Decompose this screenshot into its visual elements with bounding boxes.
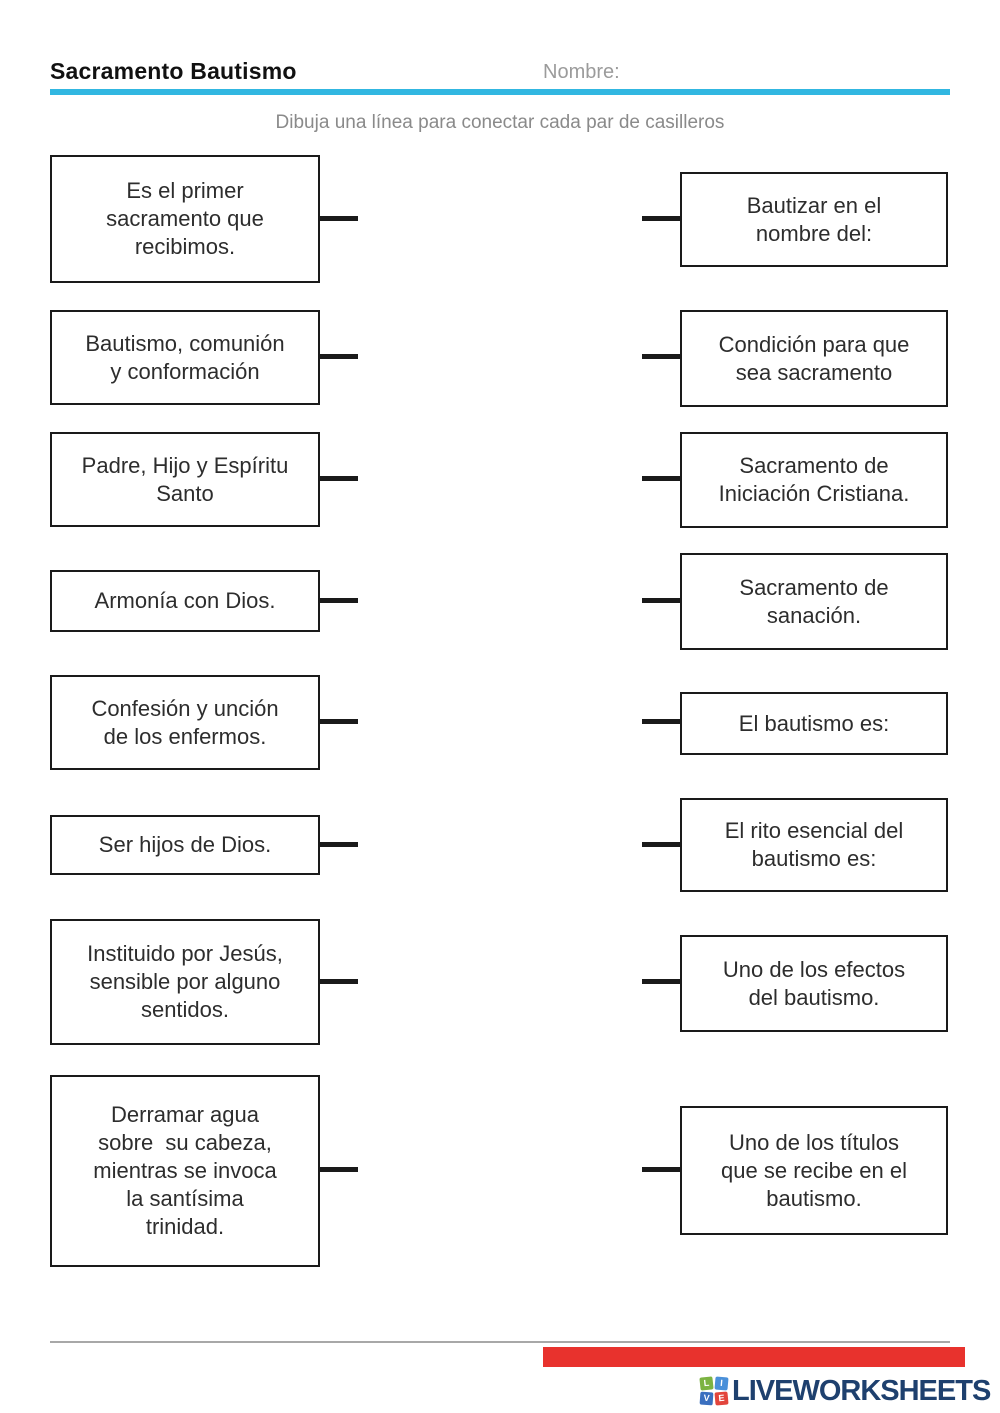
match-box-left-2[interactable]: Bautismo, comunión y conformación (50, 310, 320, 405)
footer-divider (50, 1341, 950, 1343)
match-box-left-3-text: Padre, Hijo y Espíritu Santo (81, 452, 289, 506)
page-title: Sacramento Bautismo (50, 58, 297, 84)
match-box-right-4[interactable]: Sacramento de sanación. (680, 553, 948, 650)
match-box-right-8-text: Uno de los títulos que se recibe en el b… (721, 1129, 907, 1211)
connector-stub-left-3[interactable] (318, 476, 358, 481)
liveworksheets-wordmark: LIVEWORKSHEETS (732, 1374, 991, 1407)
instruction-text: Dibuja una línea para conectar cada par … (275, 112, 725, 133)
match-box-right-3[interactable]: Sacramento de Iniciación Cristiana. (680, 432, 948, 528)
connector-stub-right-6[interactable] (642, 842, 682, 847)
match-box-right-5-text: El bautismo es: (738, 710, 890, 736)
match-box-left-8-text: Derramar agua sobre su cabeza, mientras … (93, 1102, 277, 1239)
connector-stub-left-6[interactable] (318, 842, 358, 847)
match-box-left-6-text: Ser hijos de Dios. (98, 832, 272, 857)
match-box-left-1-text: Es el primer sacramento que recibimos. (106, 178, 264, 259)
match-box-right-4-text: Sacramento de sanación. (739, 574, 889, 628)
match-box-left-4-text: Armonía con Dios. (94, 588, 276, 613)
match-box-right-1[interactable]: Bautizar en el nombre del: (680, 172, 948, 267)
match-box-right-2[interactable]: Condición para que sea sacramento (680, 310, 948, 407)
connector-stub-right-2[interactable] (642, 354, 682, 359)
match-box-right-5[interactable]: El bautismo es: (680, 692, 948, 755)
match-box-right-3-text: Sacramento de Iniciación Cristiana. (718, 453, 910, 506)
connector-stub-right-1[interactable] (642, 216, 682, 221)
match-box-right-7[interactable]: Uno de los efectos del bautismo. (680, 935, 948, 1032)
match-box-right-7-text: Uno de los efectos del bautismo. (722, 956, 906, 1010)
match-box-left-3[interactable]: Padre, Hijo y Espíritu Santo (50, 432, 320, 527)
match-box-right-1-text: Bautizar en el nombre del: (746, 192, 882, 246)
match-box-left-6[interactable]: Ser hijos de Dios. (50, 815, 320, 875)
connector-stub-right-4[interactable] (642, 598, 682, 603)
connector-stub-left-2[interactable] (318, 354, 358, 359)
logo-square-i: I (714, 1376, 729, 1391)
connector-stub-left-1[interactable] (318, 216, 358, 221)
match-box-right-2-text: Condición para que sea sacramento (718, 331, 910, 385)
connector-stub-left-8[interactable] (318, 1167, 358, 1172)
name-label: Nombre: (543, 61, 620, 83)
connector-stub-right-3[interactable] (642, 476, 682, 481)
liveworksheets-logo[interactable]: L I V E LIVEWORKSHEETS (699, 1372, 991, 1410)
match-box-left-5-text: Confesión y unción de los enfermos. (91, 695, 279, 749)
match-box-right-8[interactable]: Uno de los títulos que se recibe en el b… (680, 1106, 948, 1235)
match-box-left-4[interactable]: Armonía con Dios. (50, 570, 320, 632)
match-box-right-6[interactable]: El rito esencial del bautismo es: (680, 798, 948, 892)
connector-stub-right-8[interactable] (642, 1167, 682, 1172)
connector-stub-left-5[interactable] (318, 719, 358, 724)
connector-stub-right-5[interactable] (642, 719, 682, 724)
match-box-left-7[interactable]: Instituido por Jesús, sensible por algun… (50, 919, 320, 1045)
logo-square-l: L (699, 1376, 714, 1391)
match-box-left-7-text: Instituido por Jesús, sensible por algun… (87, 941, 283, 1022)
match-box-right-6-text: El rito esencial del bautismo es: (724, 818, 904, 871)
match-box-left-5[interactable]: Confesión y unción de los enfermos. (50, 675, 320, 770)
footer-red-bar (543, 1347, 965, 1367)
match-box-left-2-text: Bautismo, comunión y conformación (85, 330, 285, 384)
match-box-left-1[interactable]: Es el primer sacramento que recibimos. (50, 155, 320, 283)
match-box-left-8[interactable]: Derramar agua sobre su cabeza, mientras … (50, 1075, 320, 1267)
connector-stub-left-4[interactable] (318, 598, 358, 603)
connector-stub-left-7[interactable] (318, 979, 358, 984)
logo-square-v: V (699, 1391, 714, 1406)
liveworksheets-grid-icon: L I V E (699, 1374, 729, 1409)
header-rule (50, 89, 950, 95)
connector-stub-right-7[interactable] (642, 979, 682, 984)
logo-square-e: E (714, 1391, 729, 1406)
